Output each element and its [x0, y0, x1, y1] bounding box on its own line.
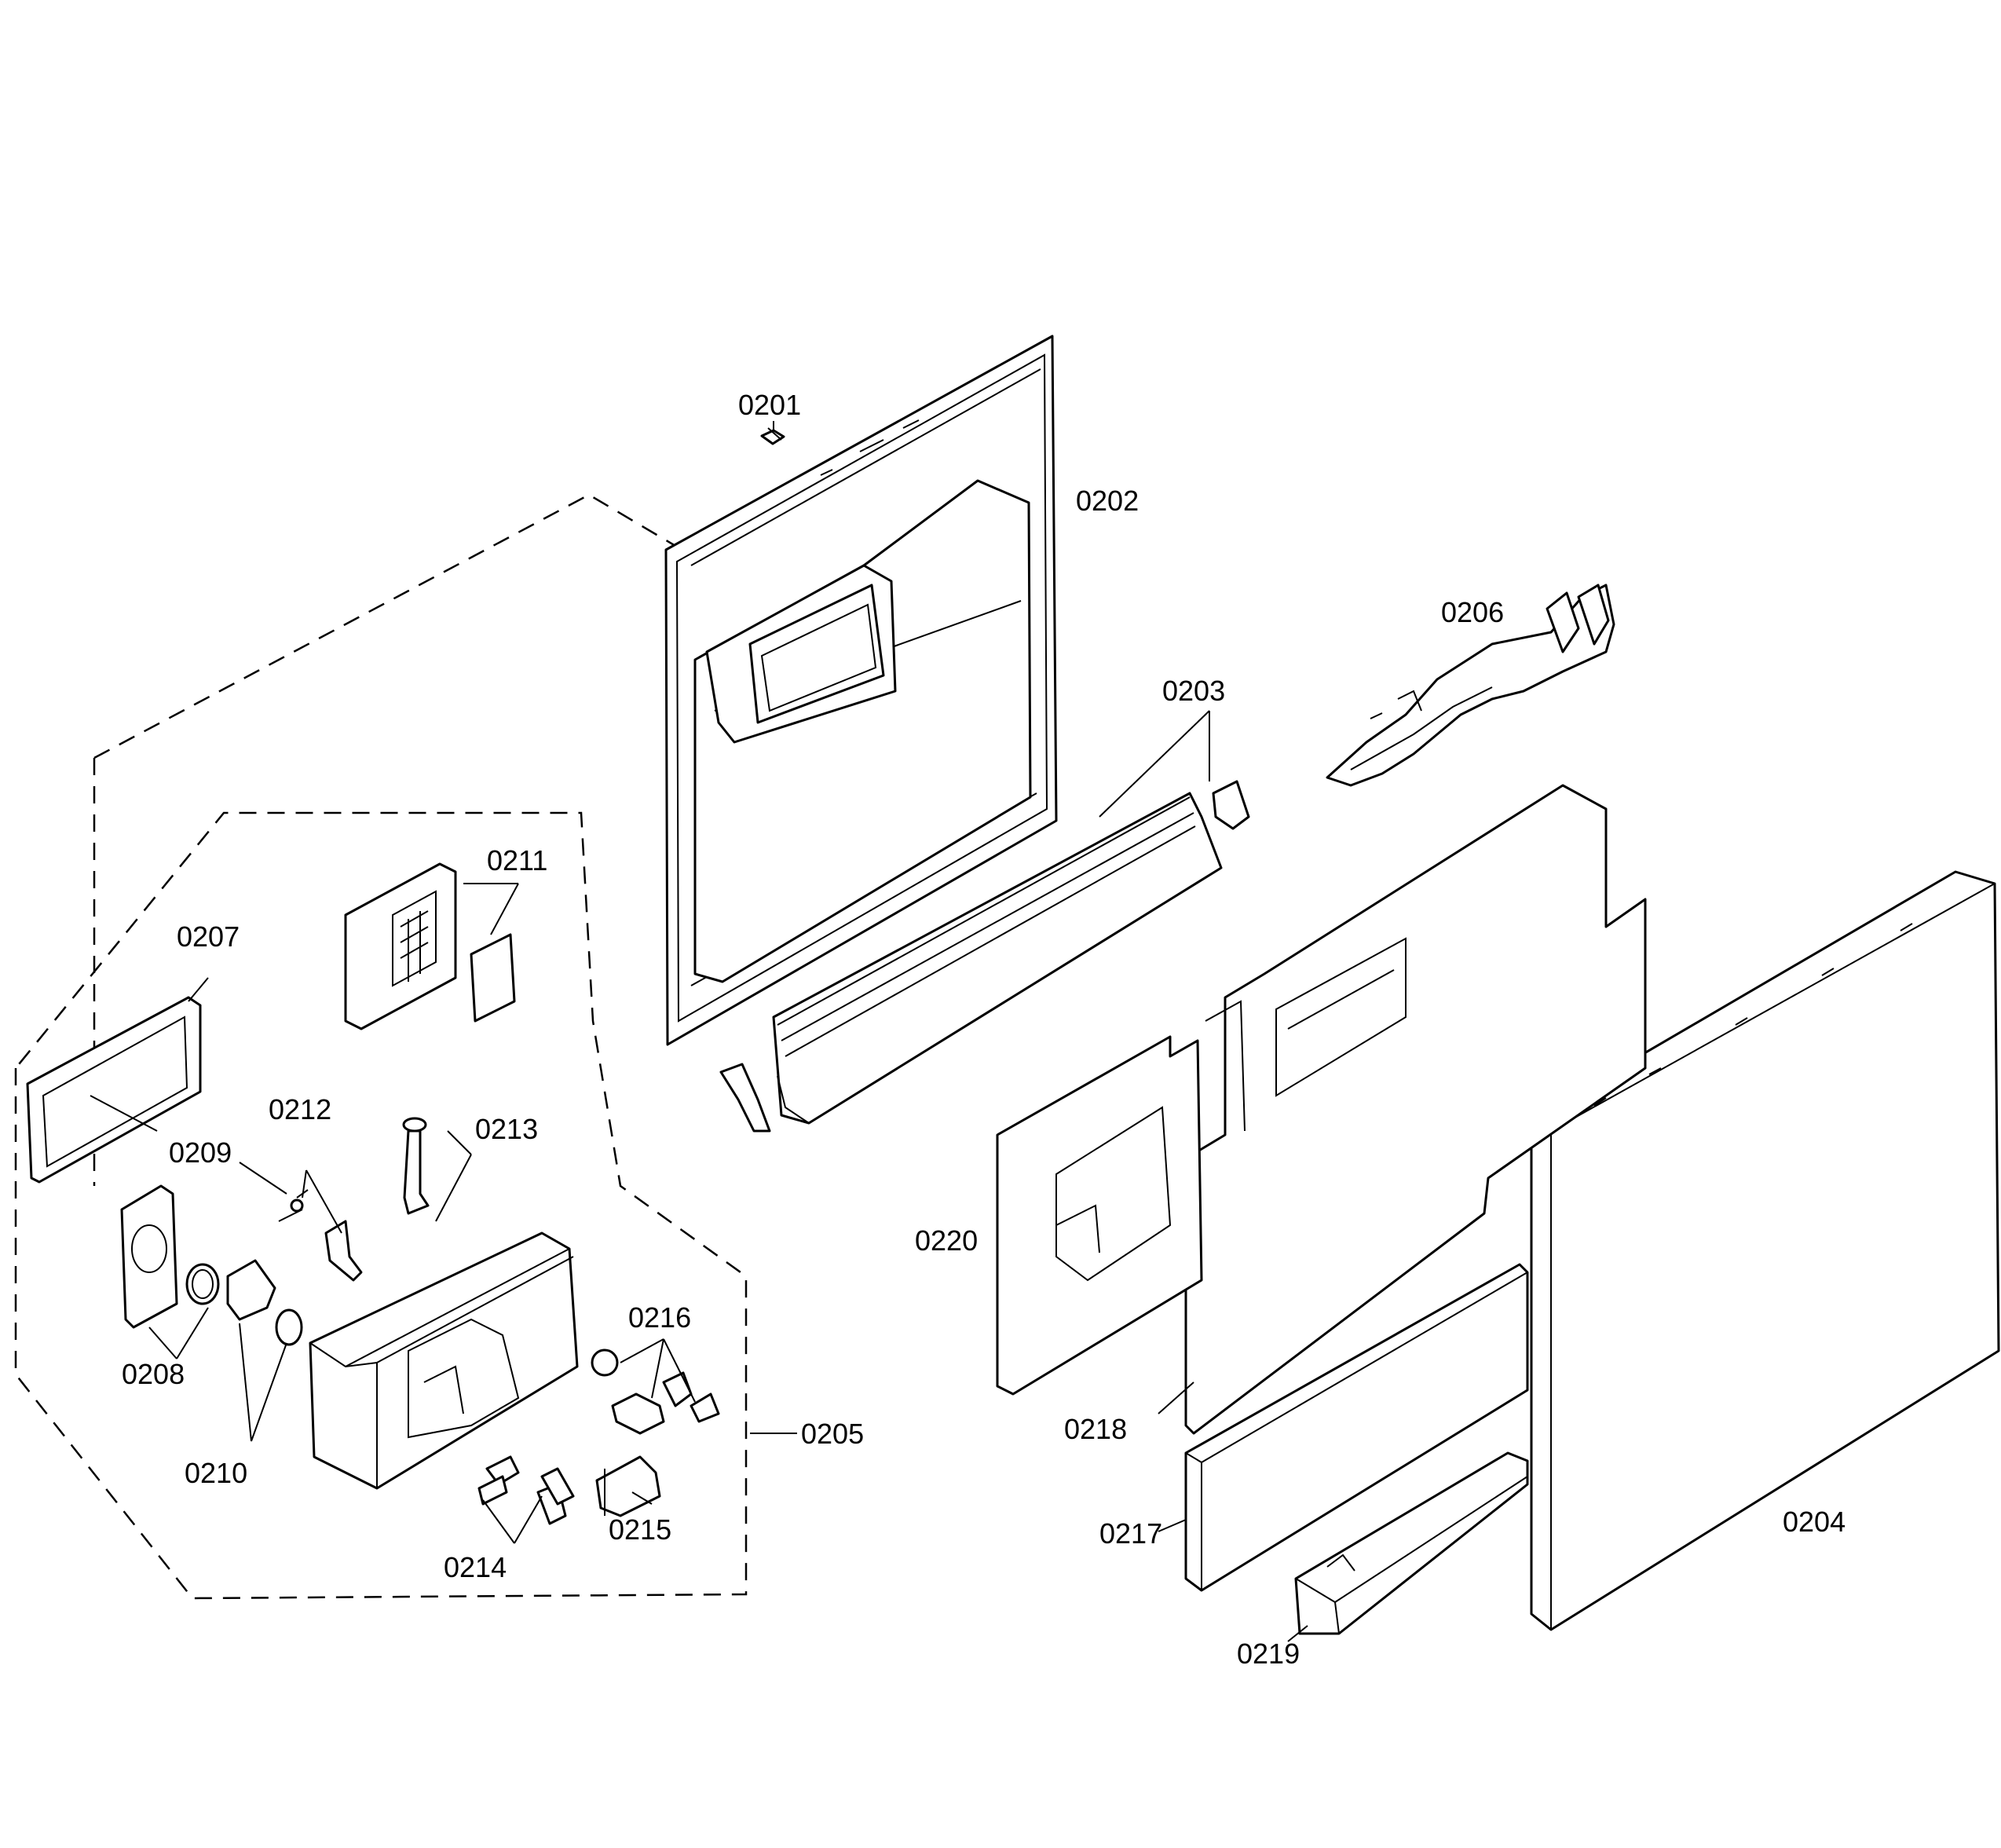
label-0208: 0208	[122, 1358, 185, 1390]
label-0212: 0212	[269, 1093, 331, 1125]
label-0205: 0205	[801, 1418, 864, 1450]
label-0203: 0203	[1162, 675, 1225, 707]
label-0218: 0218	[1064, 1413, 1127, 1445]
kick-strip	[1184, 1263, 1529, 1592]
label-0220: 0220	[915, 1224, 978, 1257]
label-0219: 0219	[1237, 1638, 1300, 1670]
label-0202: 0202	[1076, 485, 1139, 517]
inner-door-panel	[664, 335, 1058, 1046]
label-0213: 0213	[475, 1113, 538, 1145]
label-0210: 0210	[185, 1457, 247, 1489]
label-0201: 0201	[738, 389, 801, 421]
latch-small-parts	[477, 1348, 720, 1525]
dispenser-cover	[344, 862, 516, 1030]
label-0216: 0216	[628, 1301, 691, 1334]
label-0206: 0206	[1441, 596, 1504, 628]
hinge-bracket	[1326, 584, 1615, 787]
door-trim-rail	[719, 780, 1250, 1133]
label-0204: 0204	[1783, 1506, 1846, 1538]
part-number-labels: 0201 0202 0203 0204 0205 0206 0207 0208 …	[122, 389, 1846, 1670]
label-0209: 0209	[169, 1136, 232, 1169]
detergent-lid-assembly	[120, 1184, 303, 1346]
label-0214: 0214	[444, 1551, 507, 1583]
base-trim	[1294, 1451, 1529, 1635]
dashed-callout-outer	[14, 493, 748, 1600]
label-0211: 0211	[487, 844, 547, 876]
label-0215: 0215	[609, 1513, 671, 1546]
label-0207: 0207	[177, 920, 240, 953]
dispenser-housing	[309, 1231, 579, 1490]
gasket-frame	[26, 996, 202, 1184]
leader-lines	[148, 421, 1308, 1642]
label-0217: 0217	[1099, 1517, 1162, 1550]
spring-and-latch-parts	[278, 1117, 430, 1282]
insulation-frame	[996, 1035, 1203, 1396]
screw-part	[760, 427, 785, 445]
insulation-panel	[1184, 784, 1647, 1435]
